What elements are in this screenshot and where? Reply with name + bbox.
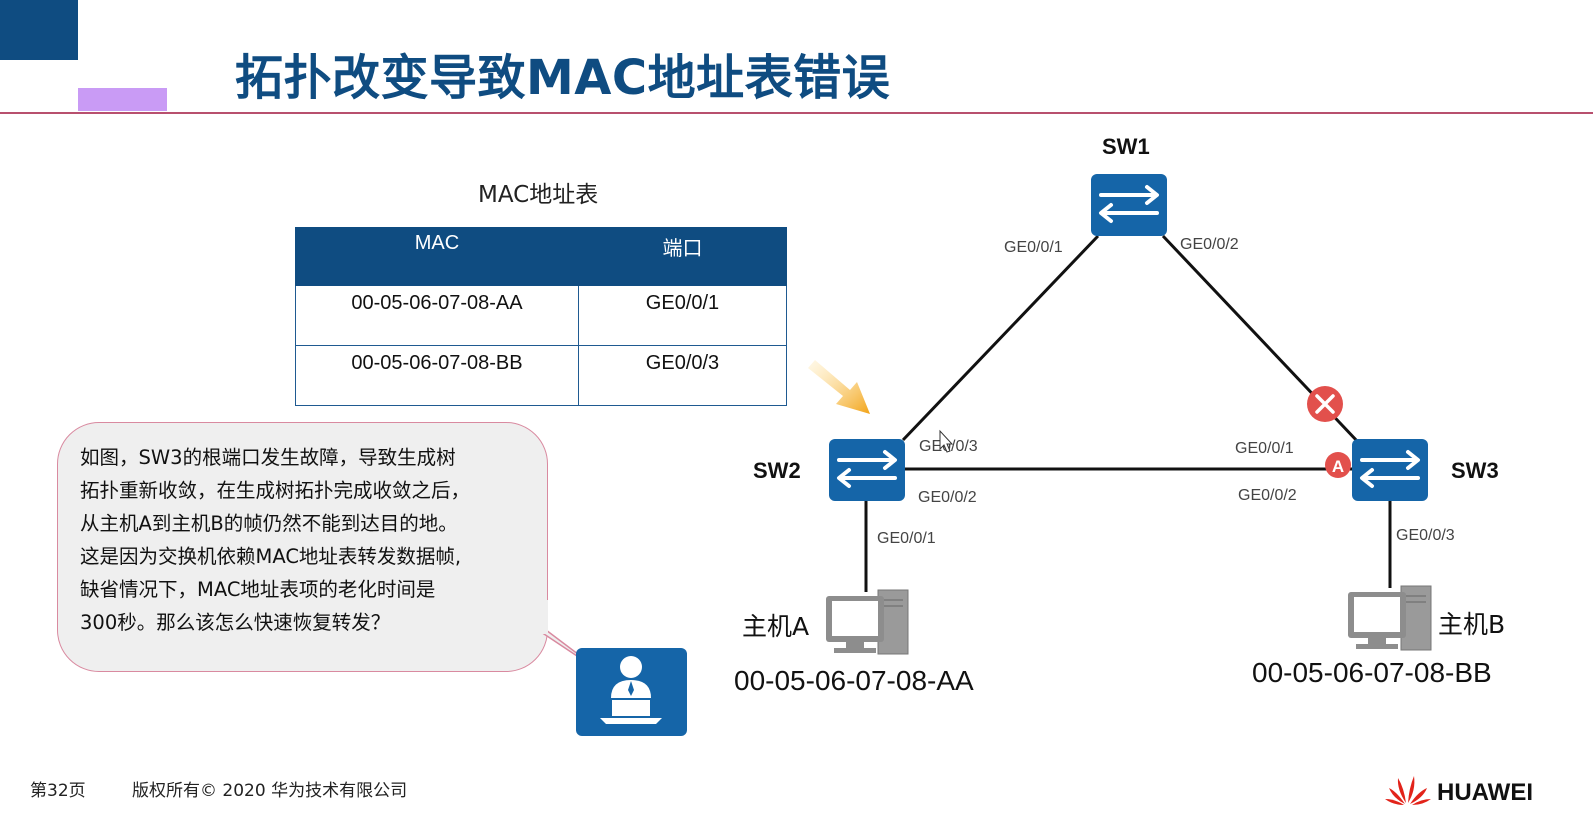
table-row: 00-05-06-07-08-BB GE0/0/3 <box>295 345 787 406</box>
port-label-sw2-down: GE0/0/1 <box>877 530 936 547</box>
bubble-line: 300秒。那么该怎么快速恢复转发？ <box>80 611 391 634</box>
mac-table-caption: MAC地址表 <box>478 182 599 208</box>
bubble-line: 拓扑重新收敛，在生成树拓扑完成收敛之后， <box>80 479 471 502</box>
speech-bubble-tail-cover <box>512 600 548 634</box>
host-a-mac: 00-05-06-07-08-AA <box>734 665 974 696</box>
host-b-computer-icon <box>1348 585 1432 651</box>
alternate-port-badge-icon <box>1325 452 1351 478</box>
port-label-sw3-left: GE0/0/1 <box>1235 440 1294 457</box>
port-label-sw3-bottom: GE0/0/2 <box>1238 487 1297 504</box>
footer-copyright: 版权所有© 2020 华为技术有限公司 <box>132 781 408 801</box>
page-title: 拓扑改变导致MAC地址表错误 <box>235 50 891 106</box>
mac-address-table: MAC 端口 00-05-06-07-08-AA GE0/0/1 00-05-0… <box>295 227 787 406</box>
port-label-sw3-down: GE0/0/3 <box>1396 527 1455 544</box>
cell-port: GE0/0/1 <box>578 285 787 346</box>
column-header-mac: MAC <box>295 227 579 286</box>
huawei-logo: HUAWEI <box>1385 776 1533 806</box>
footer-page-number: 第32页 <box>30 781 86 801</box>
port-label-sw2-right: GE0/0/2 <box>918 489 977 506</box>
huawei-wordmark: HUAWEI <box>1437 779 1533 806</box>
switch-sw1-label: SW1 <box>1102 134 1150 159</box>
cell-mac: 00-05-06-07-08-AA <box>295 285 579 346</box>
presenter-avatar-icon <box>576 648 687 736</box>
host-a-label: 主机A <box>742 612 809 641</box>
cell-port: GE0/0/3 <box>578 345 787 406</box>
cell-mac: 00-05-06-07-08-BB <box>295 345 579 406</box>
bubble-line: 这是因为交换机依赖MAC地址表转发数据帧, <box>80 545 462 568</box>
huawei-flower-icon <box>1385 776 1431 805</box>
table-row: 00-05-06-07-08-AA GE0/0/1 <box>295 285 787 346</box>
port-label-sw1-right: GE0/0/2 <box>1180 236 1239 253</box>
corner-decor-block <box>0 0 78 60</box>
switch-sw3-icon <box>1352 439 1428 501</box>
alternate-port-badge-label: A <box>1332 457 1344 476</box>
switch-sw1-icon <box>1091 174 1167 236</box>
bubble-line: 如图，SW3的根端口发生故障，导致生成树 <box>80 446 456 469</box>
table-header-row: MAC 端口 <box>295 227 787 286</box>
bubble-line: 从主机A到主机B的帧仍然不能到达目的地。 <box>80 512 458 535</box>
title-divider <box>0 112 1593 114</box>
speech-bubble-text: 如图，SW3的根端口发生故障，导致生成树 拓扑重新收敛，在生成树拓扑完成收敛之后… <box>80 441 540 639</box>
switch-sw3-label: SW3 <box>1451 458 1499 483</box>
switch-sw2-label: SW2 <box>753 458 801 483</box>
host-b-label: 主机B <box>1438 610 1505 639</box>
column-header-port: 端口 <box>578 227 787 286</box>
accent-decor-block <box>78 88 167 111</box>
mouse-cursor-icon <box>939 429 954 453</box>
switch-sw2-icon <box>829 439 905 501</box>
bubble-line: 缺省情况下，MAC地址表项的老化时间是 <box>80 578 436 601</box>
host-b-mac: 00-05-06-07-08-BB <box>1252 657 1492 688</box>
link-sw1-sw2 <box>901 234 1100 442</box>
host-a-computer-icon <box>826 589 909 655</box>
link-fault-x-icon <box>1307 386 1343 422</box>
highlight-arrow-icon <box>808 360 870 414</box>
port-label-sw1-left: GE0/0/1 <box>1004 239 1063 256</box>
speech-bubble <box>57 422 548 672</box>
